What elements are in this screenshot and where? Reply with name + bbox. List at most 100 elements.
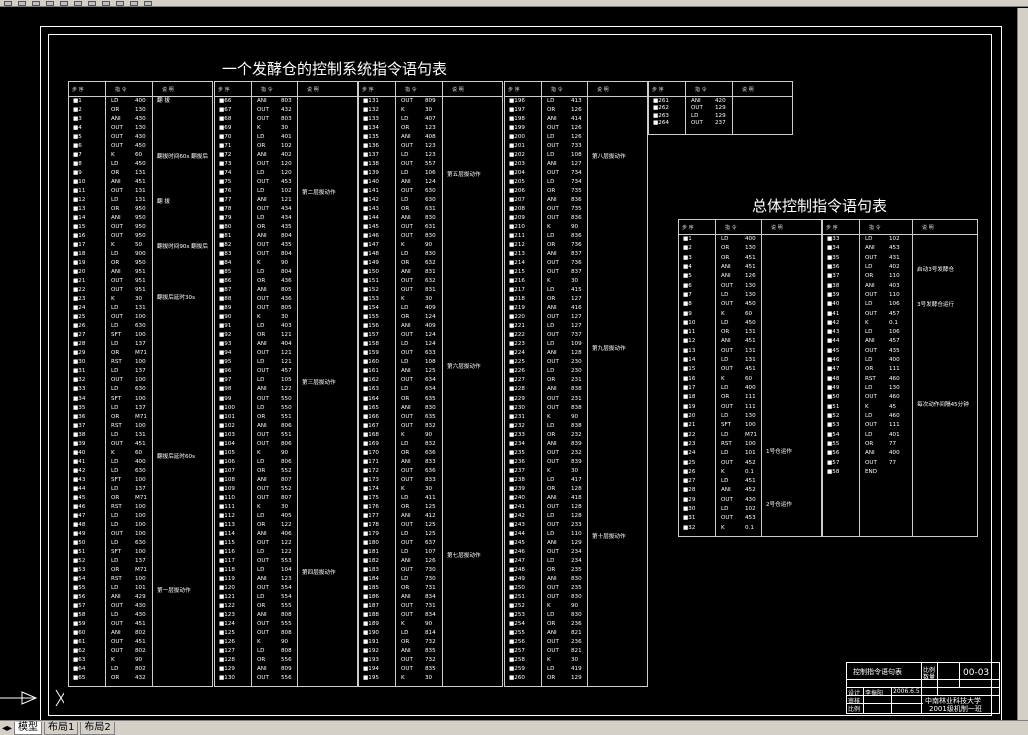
redo-icon[interactable] (74, 0, 82, 6)
operand: 802 (135, 629, 146, 636)
operand: 130 (889, 385, 900, 391)
properties-icon[interactable] (116, 0, 124, 6)
operand: 552 (281, 467, 292, 474)
operand: 732 (425, 656, 436, 663)
step-number: ■8 (73, 161, 82, 168)
table-header: 步 序指 令说 明 (505, 82, 647, 97)
instruction: OUT (257, 251, 269, 258)
help-icon[interactable] (144, 0, 152, 6)
drawing-canvas[interactable] (0, 8, 1018, 720)
header-note: 说 明 (771, 225, 783, 231)
step-number: ■1 (73, 98, 82, 104)
instruction-note: 第四层拔动作 (302, 570, 336, 576)
step-number: ■189 (363, 620, 379, 627)
step-number: ■207 (509, 197, 525, 204)
step-number: ■67 (219, 107, 232, 113)
operand: 100 (135, 548, 146, 555)
operand: 830 (571, 611, 582, 618)
save-icon[interactable] (32, 0, 40, 6)
instruction: OUT (257, 629, 269, 636)
operand: 836 (571, 215, 582, 222)
instruction: ANI (721, 263, 731, 270)
step-number: ■223 (509, 341, 525, 348)
instruction: OUT (547, 458, 559, 465)
vertical-scrollbar[interactable] (1017, 8, 1028, 720)
operand: 805 (281, 287, 292, 294)
header-instr: 指 令 (551, 87, 563, 93)
tab-layout1[interactable]: 布局1 (44, 721, 79, 735)
step-number: ■59 (73, 620, 86, 627)
zoom-icon[interactable] (102, 0, 110, 6)
operand: 131 (745, 347, 756, 354)
instruction: OUT (401, 278, 413, 285)
step-number: ■262 (653, 105, 669, 112)
operand: 457 (889, 310, 900, 317)
operand: 950 (135, 224, 146, 231)
tab-nav-icon[interactable]: ◂▸ (2, 722, 13, 734)
step-number: ■156 (363, 323, 379, 330)
undo-icon[interactable] (60, 0, 68, 6)
tab-model[interactable]: 模型 (14, 721, 43, 735)
operand: 100 (135, 476, 146, 483)
layer-icon[interactable] (130, 0, 138, 6)
operand: 436 (281, 278, 292, 285)
instruction: OUT (547, 548, 559, 555)
instruction: OR (257, 413, 266, 420)
step-number: ■263 (653, 112, 669, 119)
operand: 831 (425, 269, 436, 276)
instruction: LD (111, 305, 119, 312)
instruction: OUT (111, 287, 123, 294)
tab-layout2[interactable]: 布局2 (80, 721, 115, 735)
step-number: ■22 (73, 287, 86, 294)
operand: 737 (571, 332, 582, 339)
step-number: ■16 (73, 233, 86, 240)
header-instr: 指 令 (405, 87, 417, 93)
instruction: OUT (547, 359, 559, 366)
step-number: ■132 (363, 107, 379, 113)
step-number: ■148 (363, 251, 379, 258)
operand: 416 (571, 305, 582, 312)
new-icon[interactable] (4, 0, 12, 6)
step-number: ■232 (509, 422, 525, 429)
step-number: ■255 (509, 629, 525, 636)
instruction: K (257, 449, 261, 456)
instruction: LD (721, 506, 729, 513)
instruction: OUT (721, 515, 733, 522)
instruction: LD (111, 485, 119, 492)
operand: 430 (135, 116, 146, 123)
print-icon[interactable] (46, 0, 54, 6)
instruction: ANI (547, 350, 557, 357)
operand: 556 (281, 674, 292, 681)
instruction: LD (401, 386, 409, 393)
open-icon[interactable] (18, 0, 26, 6)
step-number: ■3 (73, 116, 82, 123)
instruction: K (401, 485, 405, 492)
instruction: K (547, 656, 551, 663)
step-number: ■4 (683, 263, 692, 270)
operand: 130 (745, 291, 756, 298)
instruction-note: 第一层拔动作 (157, 588, 191, 594)
step-number: ■124 (219, 620, 235, 627)
pan-icon[interactable] (88, 0, 96, 6)
step-number: ■110 (219, 494, 235, 501)
step-number: ■12 (683, 338, 696, 345)
step-number: ■14 (73, 215, 86, 222)
step-number: ■73 (219, 161, 232, 168)
step-number: ■261 (653, 98, 669, 104)
